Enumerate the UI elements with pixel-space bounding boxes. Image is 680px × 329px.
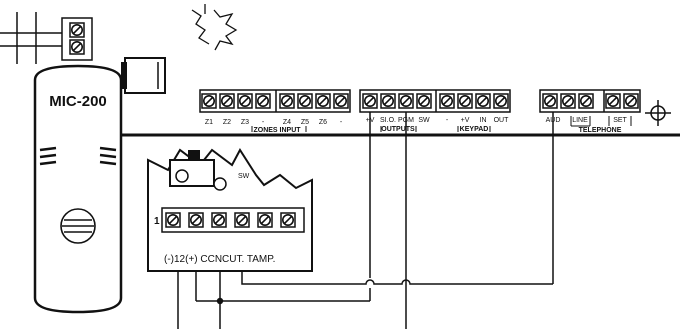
output-terminal-label: SI.O. xyxy=(380,117,396,124)
pin-one-label: 1 xyxy=(154,216,160,227)
tamper-switch-icon xyxy=(169,150,227,191)
mic-200-device: MIC-200 xyxy=(33,64,123,314)
crosshair-icon xyxy=(645,100,671,126)
keypad-group-label: KEYPAD xyxy=(460,126,489,133)
detector-board: SW 1 (-)12(+) CCNCUT. TAMP. xyxy=(147,148,313,272)
zone-terminal-label: Z2 xyxy=(223,119,231,126)
set-terminal-label: SET xyxy=(613,117,627,124)
keypad-terminal-label: OUT xyxy=(494,117,510,124)
zones-terminal-block: Z1 Z2 Z3 - Z4 Z5 Z6 - ZONES INPUT xyxy=(199,89,351,134)
wiring xyxy=(177,112,554,329)
tamper-switch-label: SW xyxy=(238,173,250,180)
output-terminal-label: SW xyxy=(418,117,430,124)
top-left-terminal-block xyxy=(0,12,93,64)
keypad-terminal-label: IN xyxy=(480,117,487,124)
zone-terminal-label: Z3 xyxy=(241,119,249,126)
line-terminal-label: LINE xyxy=(572,117,588,124)
zone-terminal-label: - xyxy=(340,119,343,126)
telephone-group-label: TELEPHONE xyxy=(579,127,622,134)
device-model-label: MIC-200 xyxy=(49,93,107,110)
keypad-terminal-label: - xyxy=(446,117,449,124)
outputs-keypad-terminal-block: +V SI.O. PGM SW - +V IN OUT OUTPUTS KEYP… xyxy=(359,89,511,133)
zone-terminal-label: Z5 xyxy=(301,119,309,126)
outputs-group-label: OUTPUTS xyxy=(381,126,415,133)
telephone-terminal-block: AUD LINE SET TELEPHONE xyxy=(539,89,641,134)
detector-terminal-legend: (-)12(+) CCNCUT. TAMP. xyxy=(164,254,275,265)
zone-terminal-label: Z6 xyxy=(319,119,327,126)
speaker-grille-icon xyxy=(60,208,96,244)
plug-connector xyxy=(121,57,166,94)
zones-group-label: ZONES INPUT xyxy=(253,127,301,134)
zone-terminal-label: Z1 xyxy=(205,119,213,126)
led-indicator-icon xyxy=(191,4,238,51)
zone-terminal-label: Z4 xyxy=(283,119,291,126)
zone-terminal-label: - xyxy=(262,119,265,126)
keypad-terminal-label: +V xyxy=(461,117,470,124)
wire-junction-dot xyxy=(216,297,224,305)
